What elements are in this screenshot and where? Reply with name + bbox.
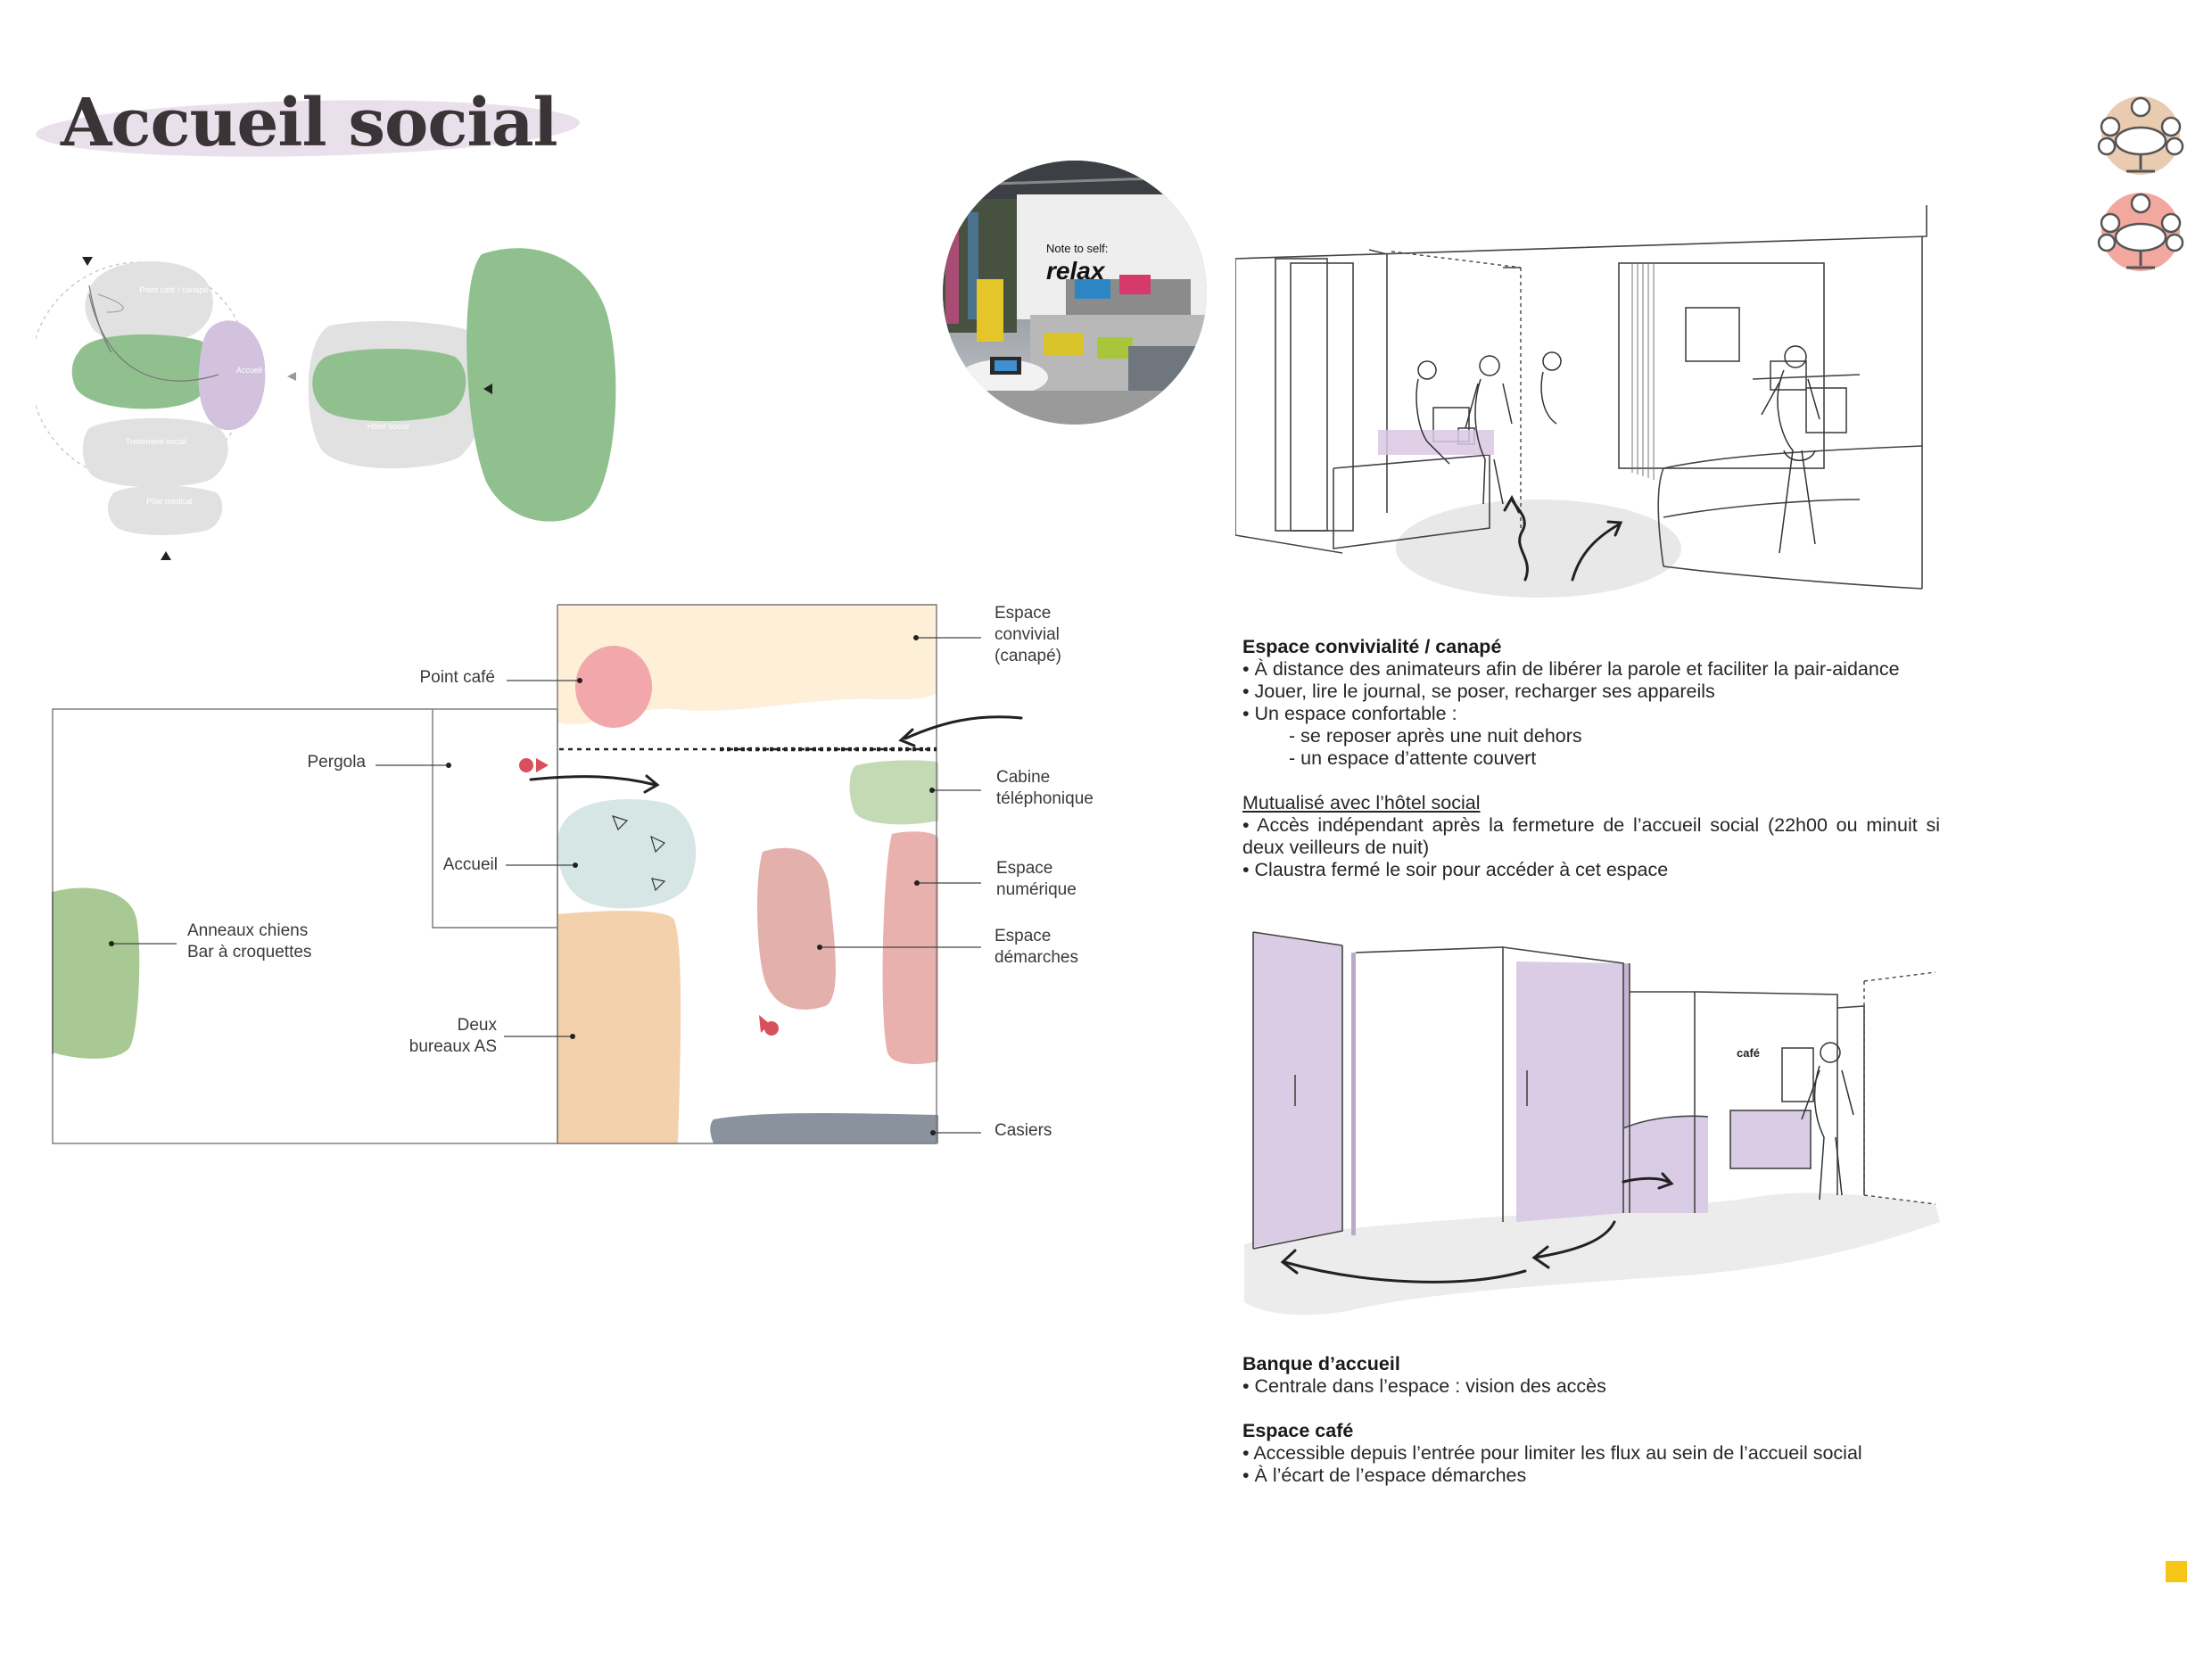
label-point-cafe: Point café — [419, 668, 496, 687]
photo-wall-text-1: Note to self: — [1046, 242, 1108, 255]
entry-triangle-top — [82, 257, 93, 266]
bullet-claustra: • Claustra fermé le soir pour accéder à … — [1242, 859, 1669, 880]
title-block: Accueil social — [35, 85, 589, 165]
bullet-jouer: • Jouer, lire le journal, se poser, rech… — [1242, 681, 1715, 702]
bullet-distance: • À distance des animateurs afin de libé… — [1242, 658, 1900, 680]
bubble-label-cafe: Point café / canapé — [139, 285, 209, 294]
label-anneaux-chiens: Anneaux chiens Bar à croquettes — [187, 921, 312, 962]
label-espace-numerique: Espace numérique — [996, 859, 1077, 899]
label-pergola: Pergola — [307, 753, 367, 772]
evening-arrow — [904, 715, 1023, 740]
zone-cabine — [849, 760, 938, 825]
bullet-confortable: • Un espace confortable : — [1242, 703, 1457, 724]
sub-bullet-attente: - un espace d’attente couvert — [1289, 747, 1537, 769]
heading-banque-accueil: Banque d’accueil — [1242, 1353, 1400, 1374]
zone-deux-bureaux — [557, 911, 681, 1143]
bubble-green-left — [71, 334, 212, 409]
flow-line-3 — [97, 293, 124, 313]
entry-marker — [519, 758, 533, 772]
label-casiers: Casiers — [995, 1121, 1052, 1140]
icon-group — [2097, 96, 2184, 271]
bullet-accessible: • Accessible depuis l’entrée pour limite… — [1242, 1442, 1862, 1464]
zone-casiers — [710, 1112, 938, 1143]
zone-espace-convivial — [557, 605, 937, 725]
zone-espace-numerique — [882, 831, 938, 1064]
bubble-traitement — [82, 417, 228, 488]
bullet-centrale: • Centrale dans l’espace : vision des ac… — [1242, 1375, 1606, 1397]
bubble-green-large — [466, 248, 616, 522]
zone-accueil — [557, 798, 697, 909]
label-cabine: Cabine téléphonique — [996, 768, 1094, 808]
floor-plan — [52, 604, 1023, 1144]
bubble-green-mid — [312, 349, 466, 422]
bubble-label-traitement: Traitement social — [125, 437, 187, 446]
label-espace-demarches: Espace démarches — [995, 927, 1078, 967]
bubble-pole-medical — [107, 485, 223, 535]
bubble-point-cafe — [85, 261, 213, 344]
lounge-photo: Note to self: relax — [943, 161, 1207, 425]
seat-icon-1 — [611, 815, 629, 831]
heading-espace-cafe: Espace café — [1242, 1420, 1354, 1441]
photo-wall-text-2: relax — [1046, 257, 1106, 285]
pergola-wall — [432, 709, 557, 929]
seat-icon-2 — [650, 835, 666, 854]
bubble-label-hotel: Hôtel social — [367, 422, 409, 431]
text-block-convivialite: Espace convivialité / canapé • À distanc… — [1242, 636, 1940, 881]
bubble-diagram — [36, 248, 616, 560]
sketch-top — [1235, 205, 1927, 598]
meeting-table-beige-icon — [2097, 96, 2184, 175]
zone-anneaux-chiens — [53, 887, 140, 1059]
meeting-table-pink-icon — [2097, 193, 2184, 271]
sketch-bottom: café — [1244, 931, 1940, 1316]
cafe-sign: café — [1737, 1046, 1760, 1060]
label-accueil: Accueil — [442, 855, 498, 874]
flow-arrowhead — [287, 372, 296, 381]
entry-arrow — [529, 775, 657, 787]
exit-triangle — [483, 384, 492, 394]
seat-icon-3 — [651, 878, 666, 892]
bubble-label-pole: Pôle médical — [146, 497, 193, 506]
label-deux-bureaux: Deux bureaux AS — [409, 1016, 497, 1056]
page-title: Accueil social — [61, 85, 558, 161]
label-espace-convivial: Espace convivial (canapé) — [995, 604, 1061, 665]
subheading-mutualise: Mutualisé avec l’hôtel social — [1242, 792, 1481, 813]
entry-triangle-bottom — [161, 551, 171, 560]
page-corner-marker — [2166, 1561, 2187, 1582]
flow-line-2 — [88, 293, 219, 382]
bullet-ecart: • À l’écart de l’espace démarches — [1242, 1465, 1527, 1486]
zone-espace-demarches — [757, 847, 836, 1010]
text-block-banque: Banque d’accueil • Centrale dans l’espac… — [1242, 1353, 1940, 1487]
bullet-acces: • Accès indépendant après la fermeture d… — [1242, 814, 1940, 858]
heading-convivialite: Espace convivialité / canapé — [1242, 636, 1502, 657]
zone-point-cafe — [575, 646, 652, 728]
bubble-label-accueil: Accueil social — [235, 366, 285, 375]
room-wall — [557, 604, 937, 1144]
sub-bullet-reposer: - se reposer après une nuit dehors — [1289, 725, 1582, 747]
bubble-accueil-social — [198, 320, 266, 431]
